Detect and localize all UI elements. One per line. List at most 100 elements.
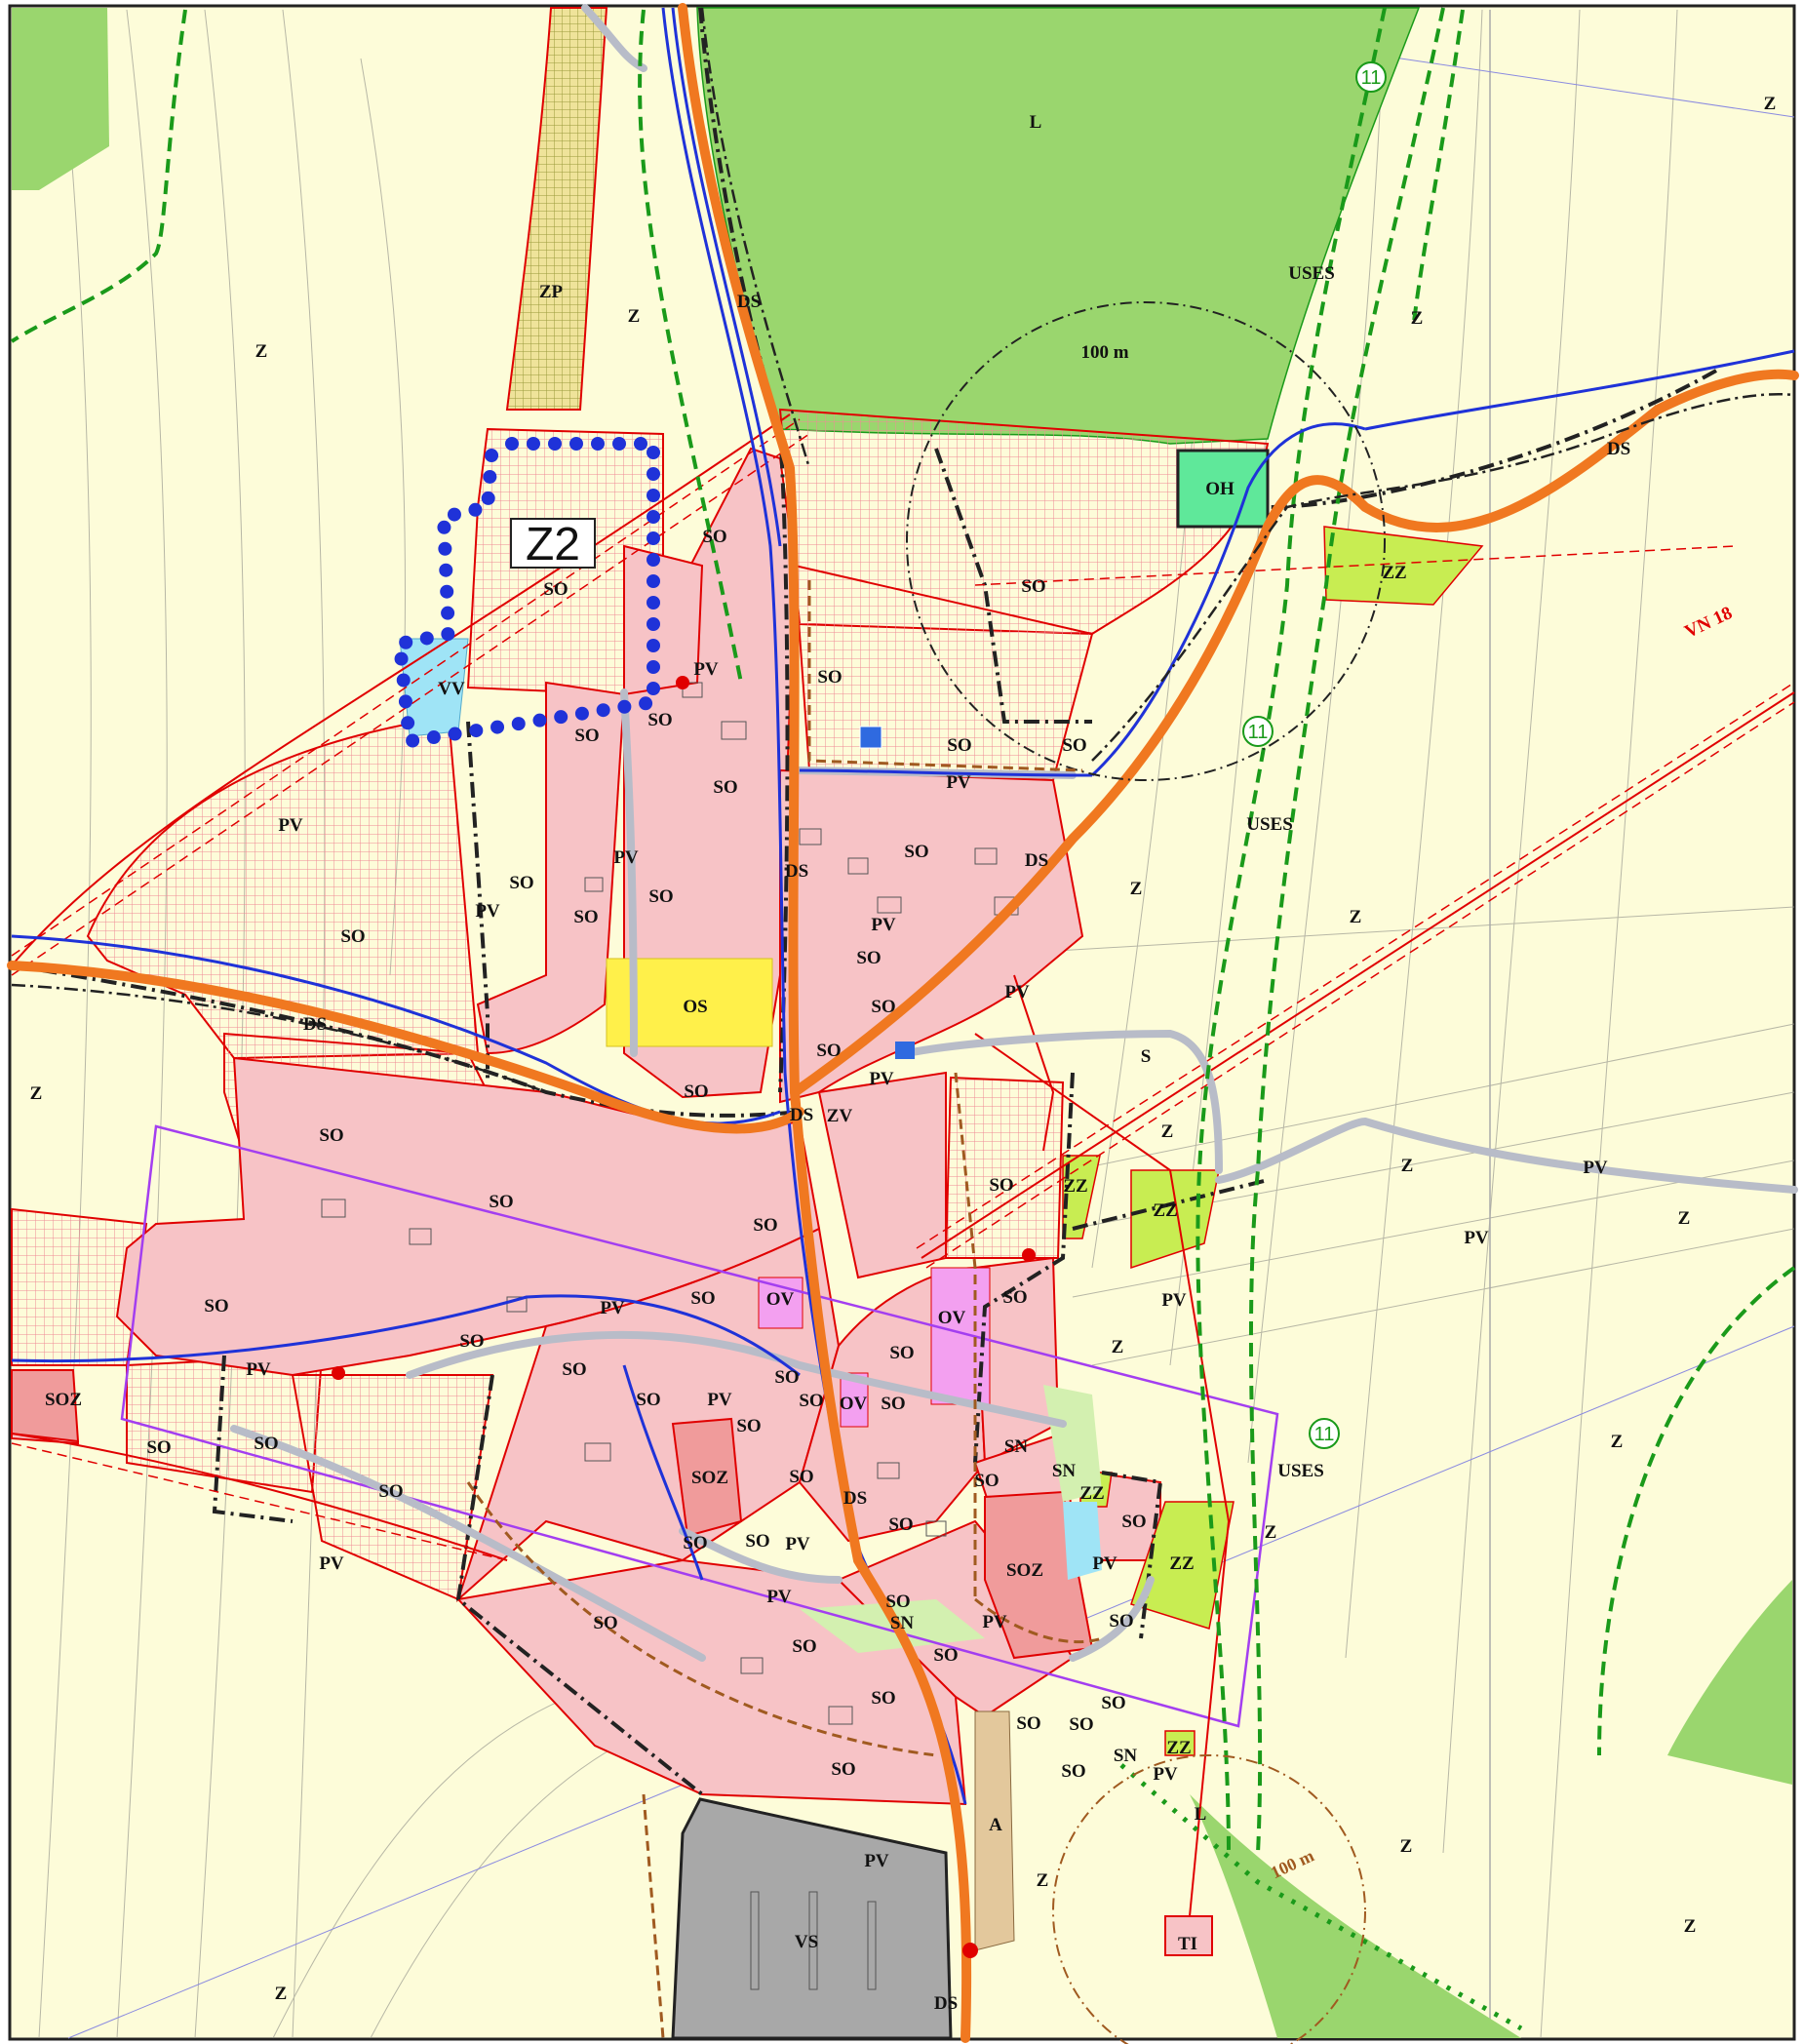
label-so: SO bbox=[817, 667, 842, 688]
study-area-boundary bbox=[120, 1124, 1279, 1728]
forest-northwest bbox=[12, 8, 109, 190]
label-pv: PV bbox=[319, 1553, 344, 1574]
label-so: SO bbox=[933, 1645, 958, 1666]
biocorridor-number: 11 bbox=[1361, 67, 1382, 89]
label-z: Z bbox=[1401, 1156, 1414, 1176]
point-marker bbox=[1022, 1248, 1036, 1262]
label-so: SO bbox=[947, 735, 971, 756]
label-ds: DS bbox=[790, 1105, 813, 1125]
label-so: SO bbox=[799, 1391, 823, 1411]
biocorridor-number: 11 bbox=[1248, 722, 1269, 743]
label-ti: TI bbox=[1178, 1934, 1197, 1954]
label-z: Z bbox=[1611, 1432, 1624, 1452]
label-ds: DS bbox=[843, 1488, 867, 1509]
biocorridor-number: 11 bbox=[1314, 1424, 1335, 1445]
label-so: SO bbox=[753, 1215, 777, 1236]
label-pv: PV bbox=[946, 772, 971, 793]
point-marker bbox=[332, 1366, 345, 1380]
label-ov: OV bbox=[938, 1308, 966, 1328]
label-pv: PV bbox=[693, 659, 719, 680]
label-zz: ZZ bbox=[1382, 563, 1406, 583]
power-lines bbox=[11, 413, 1795, 1917]
label-l: L bbox=[1195, 1804, 1207, 1825]
label-pv: PV bbox=[600, 1298, 625, 1318]
label-so: SO bbox=[543, 579, 568, 600]
label-z: Z bbox=[1037, 1870, 1049, 1891]
proposed-residential-zones bbox=[11, 408, 1270, 1601]
label-zz: ZZ bbox=[1063, 1176, 1087, 1197]
label-so: SO bbox=[1121, 1512, 1146, 1532]
label-ov: OV bbox=[840, 1394, 868, 1414]
label-pv: PV bbox=[278, 815, 303, 836]
label-soz: SOZ bbox=[691, 1468, 728, 1488]
label-z: Z bbox=[1764, 94, 1777, 114]
label-so: SO bbox=[974, 1471, 999, 1491]
label-so: SO bbox=[489, 1192, 513, 1212]
label-pv: PV bbox=[1153, 1764, 1178, 1785]
label-so: SO bbox=[713, 777, 737, 798]
label-z: Z bbox=[1130, 879, 1143, 899]
study-plot-boundary bbox=[392, 437, 660, 750]
label-so: SO bbox=[889, 1343, 914, 1363]
label-pv: PV bbox=[1464, 1228, 1489, 1248]
label-vv: VV bbox=[438, 679, 465, 699]
label-so: SO bbox=[683, 1533, 707, 1553]
label-z: Z bbox=[1265, 1522, 1277, 1543]
label-z: Z bbox=[1411, 308, 1424, 329]
label-z: Z bbox=[1400, 1836, 1413, 1857]
biocorridor-id: 11 11 11 bbox=[1242, 61, 1387, 1449]
label-zz: ZZ bbox=[1079, 1483, 1104, 1504]
label-zv: ZV bbox=[827, 1106, 853, 1126]
protective-greenery bbox=[505, 7, 608, 411]
label-z: Z bbox=[1684, 1916, 1697, 1937]
label-so: SO bbox=[684, 1081, 708, 1102]
label-soz: SOZ bbox=[45, 1390, 82, 1410]
label-so: SO bbox=[989, 1175, 1013, 1196]
point-marker bbox=[676, 676, 689, 689]
label-z: Z bbox=[1161, 1121, 1174, 1142]
label-so: SO bbox=[871, 1688, 895, 1709]
label-so: SO bbox=[509, 873, 533, 893]
label-so: SO bbox=[254, 1434, 278, 1454]
label-z: Z bbox=[628, 306, 641, 327]
label-pv: PV bbox=[869, 1069, 894, 1089]
label-sn: SN bbox=[1052, 1461, 1077, 1481]
label-so: SO bbox=[736, 1416, 761, 1436]
label-so: SO bbox=[647, 710, 672, 730]
label-os: OS bbox=[683, 997, 707, 1017]
z2-label: Z2 bbox=[526, 519, 580, 570]
label-zz: ZZ bbox=[1166, 1738, 1191, 1758]
label-zz: ZZ bbox=[1169, 1553, 1194, 1574]
industrial-area bbox=[671, 1797, 953, 2040]
label-pv: PV bbox=[982, 1612, 1007, 1632]
label-so: SO bbox=[690, 1288, 715, 1309]
label-uses: USES bbox=[1288, 263, 1335, 284]
label-pv: PV bbox=[766, 1587, 792, 1607]
label-so: SO bbox=[702, 527, 726, 547]
label-so: SO bbox=[871, 997, 895, 1017]
label-so: SO bbox=[1002, 1287, 1027, 1308]
forest-east bbox=[1667, 1580, 1792, 1785]
technical-area bbox=[1176, 449, 1270, 529]
biocorridor-lines bbox=[10, 7, 1796, 1854]
label-s: S bbox=[1141, 1046, 1152, 1067]
label-sn: SN bbox=[1114, 1746, 1138, 1766]
label-so: SO bbox=[146, 1437, 171, 1458]
civic-area-2 bbox=[930, 1267, 991, 1405]
road-axis bbox=[11, 7, 1795, 1094]
label-so: SO bbox=[340, 926, 365, 947]
label-ds: DS bbox=[785, 861, 808, 882]
label-pv: PV bbox=[1004, 982, 1030, 1002]
label-pv: PV bbox=[475, 901, 500, 922]
label-pv: PV bbox=[1583, 1158, 1608, 1178]
label-so: SO bbox=[378, 1481, 403, 1502]
label-zz: ZZ bbox=[1153, 1200, 1177, 1221]
label-so: SO bbox=[319, 1125, 343, 1146]
label-so: SO bbox=[888, 1514, 913, 1535]
label-so: SO bbox=[831, 1759, 855, 1780]
label-ds: DS bbox=[737, 292, 761, 312]
label-sv: SO bbox=[774, 1367, 799, 1388]
label-pv: PV bbox=[1161, 1290, 1187, 1311]
biocorridor-triangles bbox=[1119, 1763, 1523, 2031]
